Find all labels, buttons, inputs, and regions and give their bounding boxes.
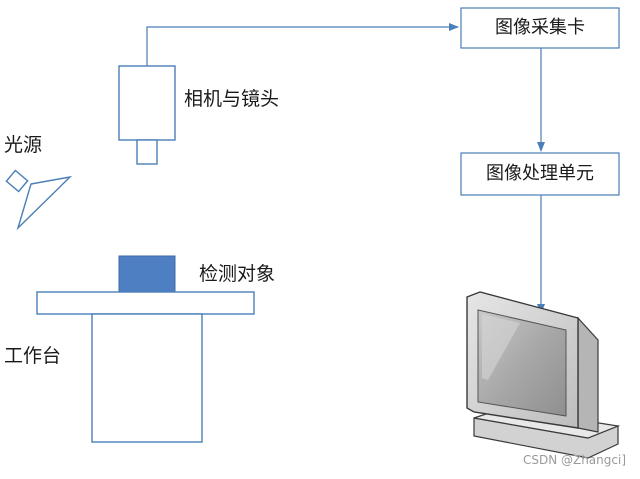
inspected-object-label: 检测对象 <box>199 263 276 285</box>
inspected-object <box>118 255 176 293</box>
light-source-icon <box>5 169 73 231</box>
camera-body <box>118 65 176 141</box>
capture-card-box <box>460 7 620 49</box>
capture-card-label: 图像采集卡 <box>495 17 585 38</box>
monitor-icon <box>466 291 621 459</box>
camera-to-capture-arrow <box>146 23 459 66</box>
workbench-leg <box>91 313 203 443</box>
camera-lens-label: 相机与镜头 <box>184 88 280 110</box>
workbench-label: 工作台 <box>4 345 62 367</box>
light-source-label: 光源 <box>4 134 43 156</box>
processing-unit-box <box>460 152 620 196</box>
workbench-top <box>36 291 255 315</box>
camera-lens <box>136 139 158 165</box>
watermark: CSDN @Zhangci] <box>522 453 626 467</box>
processing-unit-label: 图像处理单元 <box>486 163 594 184</box>
